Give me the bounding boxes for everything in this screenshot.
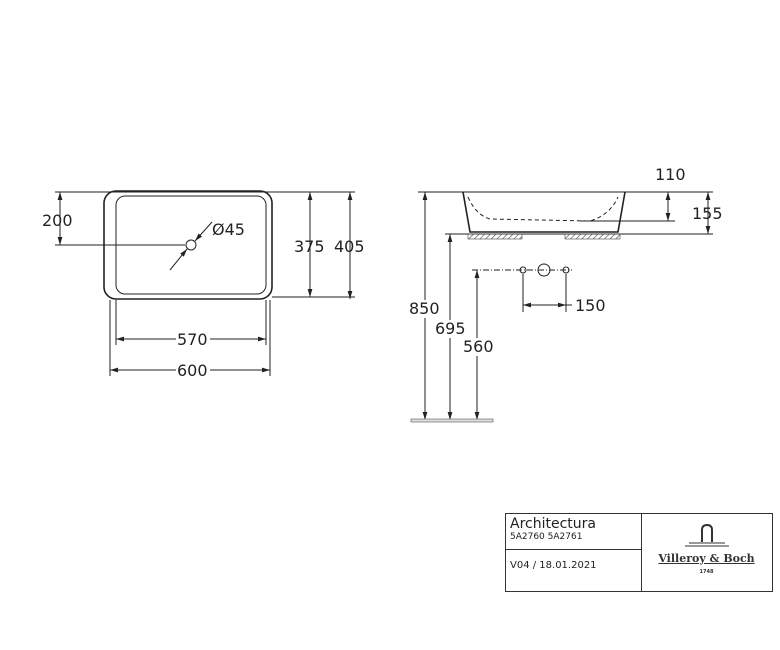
tap-hole-center — [537, 263, 551, 277]
brand-name: Villeroy & Boch — [658, 552, 755, 565]
dim-375: 375 — [294, 237, 325, 256]
dim-200: 200 — [42, 211, 73, 230]
title-block: Architectura 5A2760 5A2761 V04 / 18.01.2… — [505, 513, 773, 592]
dim-405: 405 — [334, 237, 365, 256]
dim-560: 560 — [463, 337, 494, 356]
dim-570: 570 — [177, 330, 208, 349]
brand-logo: Villeroy & Boch 1748 — [641, 514, 772, 591]
brand-year: 1748 — [699, 569, 714, 575]
dim-150: 150 — [575, 296, 606, 315]
dim-drain-diameter: Ø45 — [212, 220, 245, 239]
worktop-pad-right — [564, 233, 621, 240]
drain-circle — [185, 239, 197, 251]
top-view: 200 375 405 570 600 Ø45 — [42, 190, 365, 380]
dim-110: 110 — [655, 165, 686, 184]
dim-850: 850 — [409, 299, 440, 318]
side-view: 110 155 850 695 560 150 — [408, 165, 723, 423]
basin-side-outline — [462, 191, 626, 233]
dim-600: 600 — [177, 361, 208, 380]
floor-line — [410, 418, 494, 423]
faucet-logo-icon — [685, 523, 729, 547]
dim-155: 155 — [692, 204, 723, 223]
product-name: Architectura — [510, 516, 596, 532]
product-codes: 5A2760 5A2761 — [510, 532, 583, 542]
worktop-pad-left — [467, 233, 523, 240]
tap-hole-left — [519, 266, 527, 274]
version-date: V04 / 18.01.2021 — [510, 560, 597, 571]
dim-695: 695 — [435, 319, 466, 338]
basin-interior-hidden-line — [467, 196, 619, 222]
tap-hole-right — [562, 266, 570, 274]
